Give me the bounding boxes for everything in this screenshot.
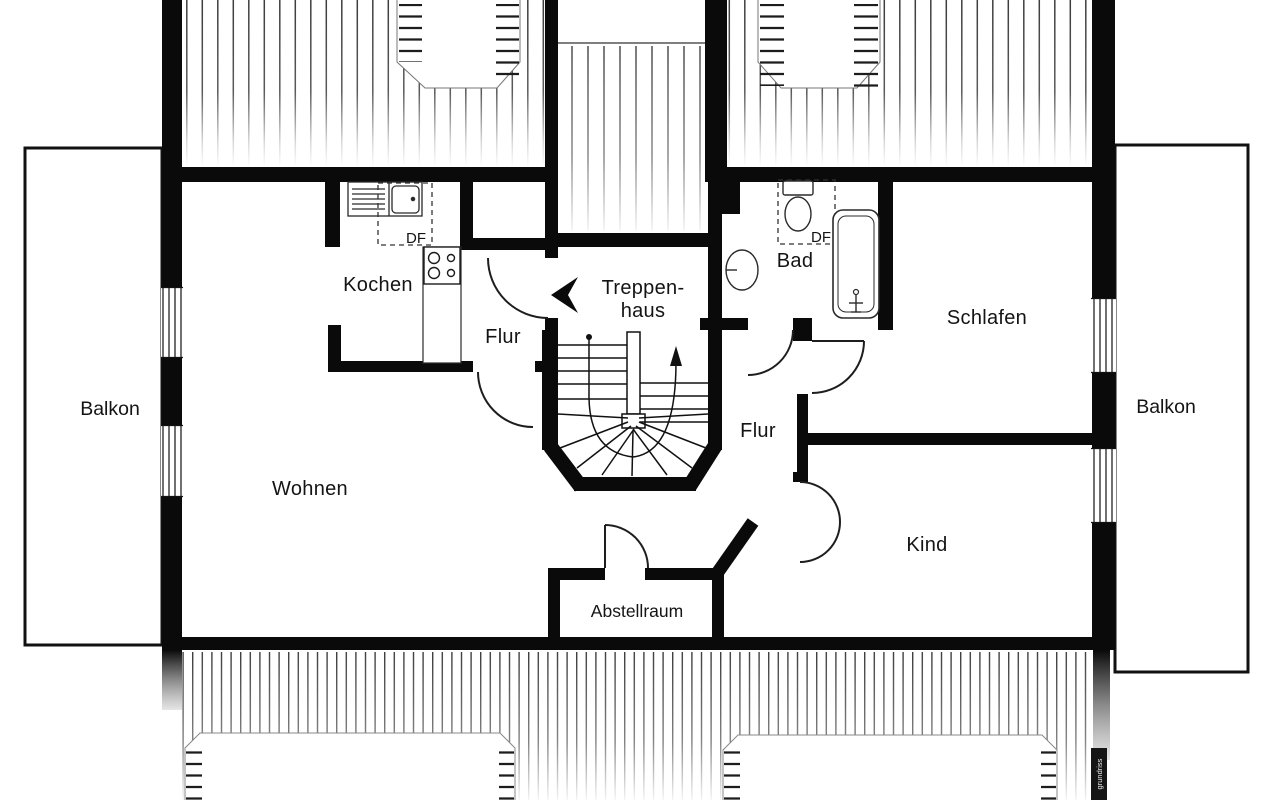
wall-kitchen-left-lower [328, 325, 341, 372]
dormer-bottom-right [722, 734, 1058, 800]
window-right-1 [1091, 297, 1116, 374]
wall-fade-left [162, 650, 182, 710]
roof-hatch-bottom [182, 652, 1092, 800]
wall-stairroom-right [708, 182, 722, 332]
roof-hatch-top-right [727, 0, 1092, 167]
wall-shaft-divider [552, 233, 718, 247]
label-wohnen: Wohnen [272, 478, 348, 500]
door-kitchen-arc [477, 371, 534, 428]
window-left-1 [161, 286, 183, 359]
label-kind: Kind [906, 534, 947, 556]
door-abst-arc [604, 524, 649, 569]
wall-abst-left [548, 568, 560, 637]
windows [161, 286, 1116, 524]
label-df-bad: DF [811, 229, 831, 246]
bathroom-fixtures [725, 179, 880, 319]
wall-bad-corner [793, 318, 812, 341]
watermark: grundriss [1091, 748, 1107, 800]
entrance-arrow-icon [551, 277, 578, 313]
wall-stair-bottom [574, 477, 696, 491]
label-kochen: Kochen [343, 274, 413, 296]
kitchen-stove [423, 246, 461, 285]
wall-fade-right [1093, 650, 1110, 760]
balcony-left-outline [23, 146, 164, 647]
washbasin [725, 249, 759, 291]
wall-kitchen-flur [460, 167, 473, 250]
label-abstellraum: Abstellraum [591, 601, 683, 621]
window-left-2 [161, 424, 183, 498]
roof-window-outline-kitchen [377, 182, 433, 246]
label-bad: Bad [777, 250, 814, 272]
stair-shaft-roof-fade [558, 46, 705, 233]
wall-bottom [162, 637, 1115, 650]
door-bad-arc [747, 329, 794, 376]
stair-up-arrow-icon [670, 346, 682, 366]
toilet [782, 180, 814, 232]
bathtub [832, 209, 880, 319]
door-kind-arc [799, 481, 841, 563]
wall-schlafen-kind [806, 433, 1092, 445]
kitchen-fixtures [347, 181, 462, 364]
wall-top-left [162, 167, 545, 182]
wall-flur-jamb [535, 361, 549, 372]
dormer-bottom-left [184, 732, 516, 800]
label-schlafen: Schlafen [947, 307, 1027, 329]
wall-kind-jamb [793, 472, 808, 482]
wall-top-right [718, 167, 1115, 182]
wall-abst-top-right [645, 568, 712, 580]
wall-shaft-right-upper [705, 0, 727, 182]
wall-kitchen-wohnen [328, 361, 473, 372]
wall-shaft-left-upper [545, 0, 558, 258]
wall-stair-left [542, 330, 558, 450]
labels: Balkon Kochen Flur Treppen- haus Bad Sch… [80, 229, 1196, 621]
roof-window-outline-bad [777, 179, 836, 245]
wall-bad-bottom [700, 318, 748, 330]
wall-flur-top [460, 238, 558, 250]
wall-schlafen-left [797, 394, 808, 482]
wall-abst-right [712, 568, 724, 637]
wall-abst-top-left [548, 568, 605, 580]
roof-hatch-top-left [182, 0, 545, 167]
watermark-text: grundriss [1095, 758, 1104, 789]
doors [477, 257, 865, 569]
label-treppenhaus-line2: haus [621, 300, 666, 322]
label-balkon-right: Balkon [1136, 396, 1196, 418]
label-df-kitchen: DF [406, 230, 426, 247]
label-treppenhaus-line1: Treppen- [602, 277, 685, 299]
dormer-top-left [396, 0, 521, 89]
kitchen-sink [347, 181, 423, 217]
wall-stair-right [708, 330, 722, 450]
label-flur-top: Flur [485, 326, 521, 348]
label-flur-mid: Flur [740, 420, 776, 442]
wall-kitchen-left-upper [325, 182, 340, 247]
window-right-2 [1091, 447, 1116, 524]
door-entrance-arc [487, 257, 549, 319]
wall-bad-right [878, 182, 893, 330]
label-balkon-left: Balkon [80, 398, 140, 420]
wall-diagonal-kind [712, 518, 759, 576]
wall-bad-left-stub [722, 182, 740, 214]
staircase [557, 331, 709, 477]
door-schlafen-arc [811, 340, 865, 394]
